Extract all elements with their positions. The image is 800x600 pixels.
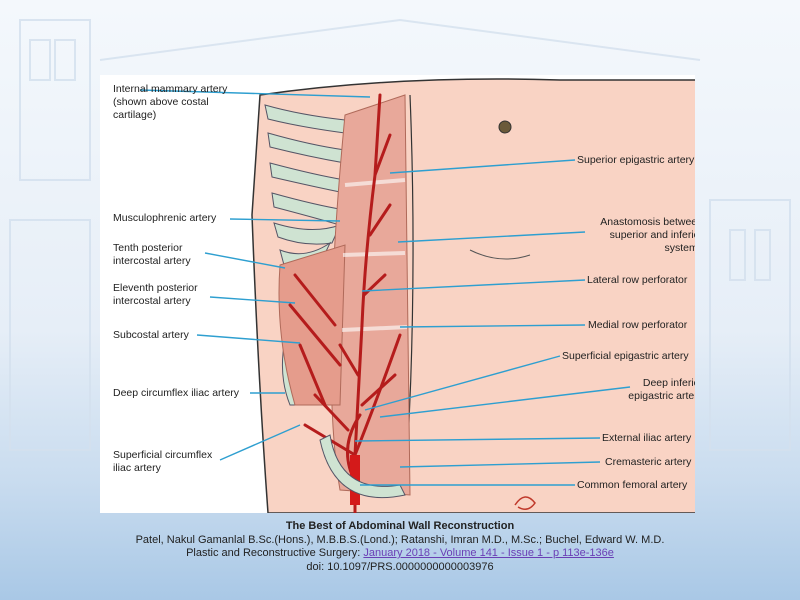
label-lateral-row-perforator: Lateral row perforator — [587, 274, 688, 286]
caption-doi: doi: 10.1097/PRS.0000000000003976 — [306, 560, 494, 573]
label-deep-inferior-epigastric-artery: Deep inferiorepigastric artery — [628, 377, 695, 402]
label-cremasteric-artery: Cremasteric artery — [605, 456, 692, 468]
abdominal-wall-anatomy-illustration — [139, 78, 695, 513]
label-subcostal-artery: Subcostal artery — [113, 329, 189, 341]
leader-lines — [139, 89, 631, 486]
issue-link[interactable]: January 2018 - Volume 141 - Issue 1 - p … — [363, 547, 614, 559]
label-deep-circumflex-iliac-artery: Deep circumflex iliac artery — [113, 387, 240, 399]
label-internal-mammary-artery: Internal mammary artery(shown above cost… — [113, 83, 228, 121]
caption-title: The Best of Abdominal Wall Reconstructio… — [285, 520, 515, 532]
label-medial-row-perforator: Medial row perforator — [588, 319, 688, 331]
label-common-femoral-artery: Common femoral artery — [577, 479, 688, 491]
label-musculophrenic-artery: Musculophrenic artery — [113, 212, 217, 224]
caption-journal: Plastic and Reconstructive Surgery: — [186, 547, 364, 559]
label-superior-epigastric-artery: Superior epigastric artery — [577, 154, 695, 166]
nipple — [498, 120, 512, 134]
citation-caption: The Best of Abdominal Wall Reconstructio… — [0, 520, 800, 574]
label-external-iliac-artery: External iliac artery — [602, 432, 692, 444]
signature-mark — [514, 496, 536, 510]
caption-authors: Patel, Nakul Gamanlal B.Sc.(Hons.), M.B.… — [135, 533, 665, 546]
label-superficial-epigastric-artery: Superficial epigastric artery — [562, 350, 689, 362]
diagram-panel: Internal mammary artery(shown above cost… — [100, 75, 695, 513]
